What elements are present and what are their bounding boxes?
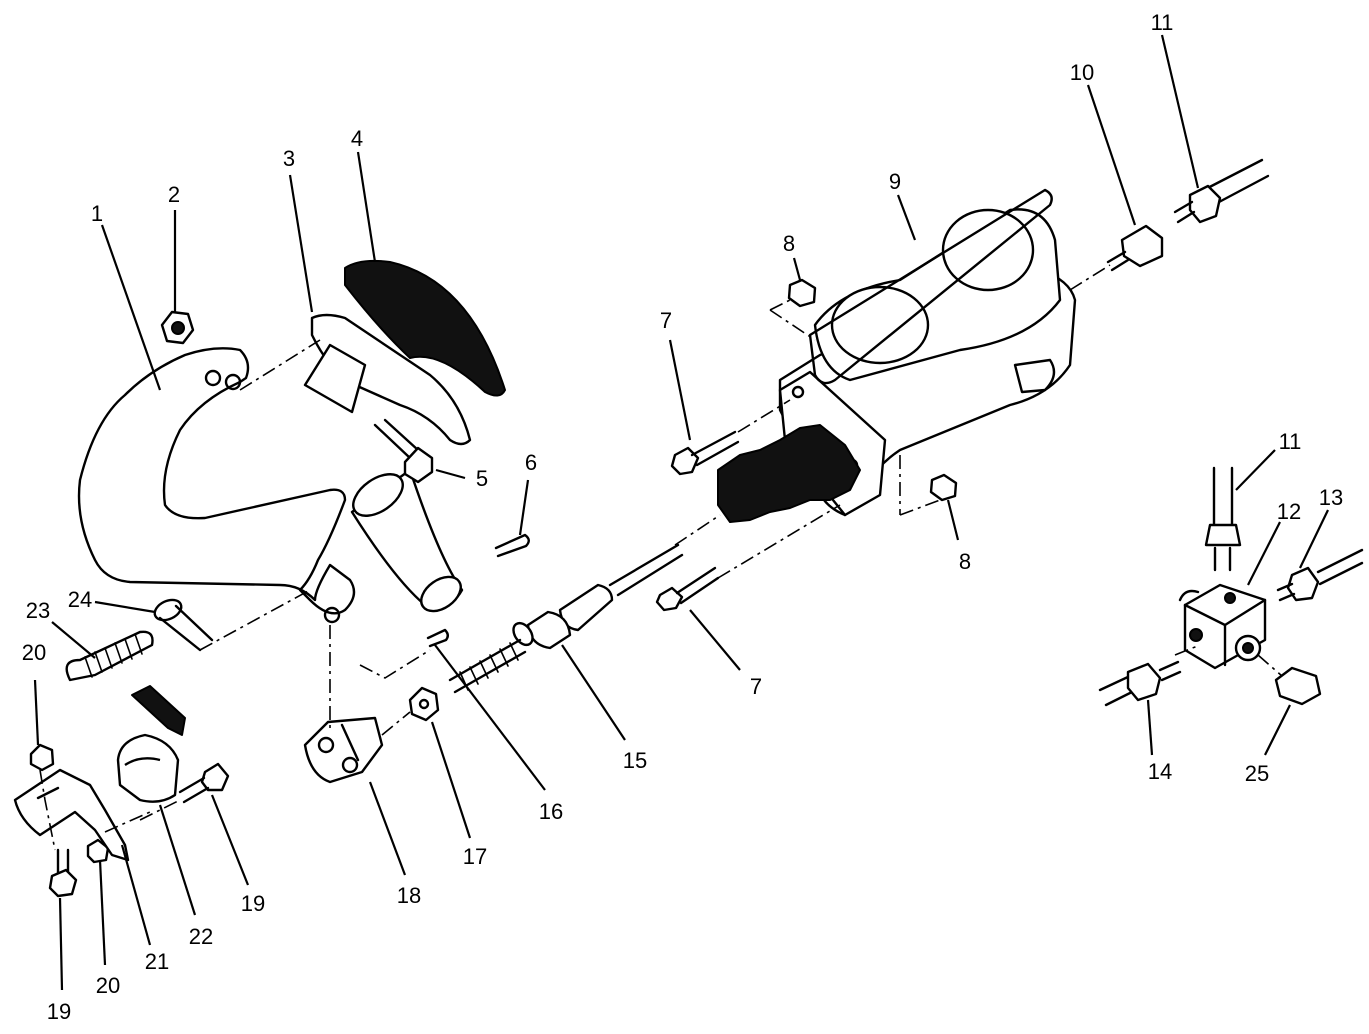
callout-19-left: 19 bbox=[47, 999, 71, 1024]
part-fitting-10 bbox=[1106, 224, 1164, 272]
callout-20-lower: 20 bbox=[96, 973, 120, 998]
callout-8-upper: 8 bbox=[783, 231, 795, 256]
callout-labels: 1 2 3 4 5 6 7 7 8 8 9 10 11 11 12 13 14 … bbox=[22, 10, 1343, 1024]
part-brake-line-11-upper bbox=[1173, 158, 1270, 224]
callout-15: 15 bbox=[623, 748, 647, 773]
callout-3: 3 bbox=[283, 146, 295, 171]
part-nut-8-upper bbox=[787, 278, 817, 308]
callout-7-lower: 7 bbox=[750, 674, 762, 699]
part-cotter-pin-6 bbox=[494, 533, 530, 558]
callout-17: 17 bbox=[463, 844, 487, 869]
callout-1: 1 bbox=[91, 201, 103, 226]
part-rubber-pedal-pad bbox=[344, 259, 506, 397]
part-threaded-rod-16 bbox=[426, 628, 527, 694]
part-bail-wire bbox=[808, 188, 1053, 385]
callout-12: 12 bbox=[1277, 499, 1301, 524]
part-nut-8-lower bbox=[929, 473, 958, 502]
part-bolt-7-upper bbox=[670, 430, 740, 476]
callout-20-upper: 20 bbox=[22, 640, 46, 665]
callout-19-right: 19 bbox=[241, 891, 265, 916]
callout-24: 24 bbox=[68, 587, 92, 612]
callout-11-right: 11 bbox=[1279, 429, 1302, 454]
part-spring-23 bbox=[65, 630, 154, 682]
part-bolt-5 bbox=[373, 418, 434, 484]
callout-21: 21 bbox=[145, 949, 169, 974]
callout-11-upper: 11 bbox=[1151, 10, 1174, 35]
callout-22: 22 bbox=[189, 924, 213, 949]
callout-14: 14 bbox=[1148, 759, 1172, 784]
part-pedal-pad-bracket bbox=[303, 313, 472, 446]
callout-25: 25 bbox=[1245, 761, 1269, 786]
part-cap-25 bbox=[1274, 666, 1322, 706]
assembly-centerlines bbox=[39, 264, 1283, 851]
callout-4: 4 bbox=[351, 126, 363, 151]
callout-9: 9 bbox=[889, 169, 901, 194]
part-bolt-19-right bbox=[178, 762, 230, 804]
callout-6: 6 bbox=[525, 450, 537, 475]
part-rubber-boot bbox=[717, 424, 861, 523]
part-nut-20-upper bbox=[29, 743, 55, 772]
callout-7-upper: 7 bbox=[660, 308, 672, 333]
part-junction-block-12 bbox=[1178, 583, 1267, 670]
part-bolt-19-left bbox=[48, 848, 78, 898]
callout-leaders bbox=[33, 34, 1329, 991]
part-switch-bracket-21 bbox=[13, 768, 130, 862]
part-switch-22 bbox=[116, 685, 186, 803]
callout-13: 13 bbox=[1319, 485, 1343, 510]
part-pushrod-15 bbox=[512, 543, 684, 650]
part-clevis-18 bbox=[303, 716, 384, 784]
callout-10: 10 bbox=[1070, 60, 1094, 85]
part-pedal-arm bbox=[77, 347, 464, 624]
part-pin-24 bbox=[153, 598, 214, 652]
part-fitting-14 bbox=[1098, 660, 1182, 707]
callout-23: 23 bbox=[26, 598, 50, 623]
part-brake-line-11-right bbox=[1204, 466, 1242, 572]
part-fitting-13 bbox=[1276, 548, 1364, 602]
callout-2: 2 bbox=[168, 182, 180, 207]
part-bolt-7-lower bbox=[655, 566, 720, 612]
callout-16: 16 bbox=[539, 799, 563, 824]
part-nut-20-lower bbox=[86, 838, 110, 864]
callout-18: 18 bbox=[397, 883, 421, 908]
callout-8-lower: 8 bbox=[959, 549, 971, 574]
part-master-cylinder bbox=[778, 208, 1077, 517]
callout-5: 5 bbox=[476, 466, 488, 491]
part-nut-2 bbox=[160, 310, 195, 345]
part-nut-17 bbox=[408, 686, 440, 722]
